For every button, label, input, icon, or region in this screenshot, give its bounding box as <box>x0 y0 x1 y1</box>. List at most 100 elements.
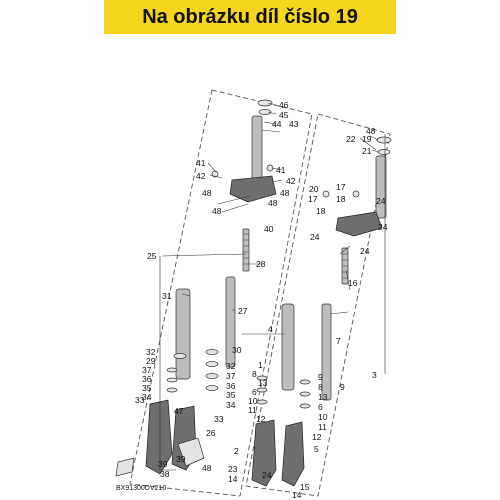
callout-41: 41 <box>196 158 206 168</box>
callout-28: 28 <box>256 259 266 269</box>
callout-37: 32 <box>226 361 236 371</box>
left-fork-group-outline <box>129 89 313 497</box>
callout-24: 18 <box>316 206 326 216</box>
right-fork-parts <box>251 136 392 487</box>
callout-24: 24 <box>310 232 320 242</box>
callout-7: 4 <box>268 324 273 334</box>
callout-24: 24 <box>378 222 388 232</box>
callout-33: 34 <box>142 392 152 402</box>
callout-24: 24 <box>376 196 386 206</box>
callout-9: 12 <box>256 414 266 424</box>
seal-ring <box>166 367 178 373</box>
callout-36: 37 <box>142 365 152 375</box>
callout-32: 32 <box>146 347 156 357</box>
callout-42: 42 <box>196 171 206 181</box>
callout-17: 20 <box>309 184 319 194</box>
callout-2: 5 <box>314 444 319 454</box>
callout-1: 3 <box>372 370 377 380</box>
right-fork-slider-a <box>251 419 277 487</box>
callout-25: 25 <box>147 251 157 261</box>
callout-4: 16 <box>348 278 358 288</box>
seal-ring <box>205 349 219 355</box>
cap-ring <box>377 149 391 155</box>
callout-17: 17 <box>336 182 346 192</box>
seal-ring <box>299 379 311 385</box>
right-fork-slider-b <box>281 421 305 487</box>
callout-26: 33 <box>214 414 224 424</box>
callout-30: 33 <box>135 395 145 405</box>
callout-12: 11 <box>248 405 257 415</box>
right-damper-rod <box>321 303 332 401</box>
spring-coils <box>243 233 249 265</box>
callout-48: 39 <box>176 454 186 464</box>
left-damper-rod <box>225 276 236 368</box>
callout-14: 15 <box>300 482 310 492</box>
seal-ring <box>256 387 268 393</box>
left-lower-bracket <box>229 175 277 203</box>
cap-ring <box>258 109 272 115</box>
callout-44: 44 <box>272 119 282 129</box>
left-outer-tube <box>175 288 191 380</box>
callout-10: 6 <box>252 387 257 397</box>
callout-22: 48 <box>366 126 376 136</box>
seal-ring <box>205 373 219 379</box>
seal-ring <box>256 399 268 405</box>
callout-24: 2 <box>234 446 239 456</box>
callout-labels: 46 45 44 43 41 42 41 42 48 48 48 48 40 2… <box>135 100 388 500</box>
callout-48: 48 <box>268 198 278 208</box>
cap-washer <box>376 136 392 144</box>
callout-10: 6 <box>318 402 323 412</box>
callout-14: 23 <box>228 464 238 474</box>
arrow-tag <box>115 457 135 477</box>
diagram-code: BX91300DV210 <box>116 485 166 492</box>
callout-39: 48 <box>202 463 212 473</box>
callout-8: 1 <box>258 360 263 370</box>
callout-34: 35 <box>226 390 236 400</box>
left-spring-upper <box>242 228 250 272</box>
callout-11: 10 <box>248 396 258 406</box>
bracket-arm <box>217 195 251 213</box>
right-inner-tube-upper <box>375 155 387 219</box>
callout-40: 40 <box>264 224 274 234</box>
callout-41: 41 <box>276 165 286 175</box>
seal-ring <box>299 391 311 397</box>
callout-3: 7 <box>336 336 341 346</box>
callout-47: 26 <box>206 428 216 438</box>
callout-13: 8 <box>318 382 323 392</box>
callout-48: 48 <box>280 188 290 198</box>
callout-34: 35 <box>142 383 152 393</box>
callout-8: 9 <box>318 372 323 382</box>
callout-16: 24 <box>360 246 370 256</box>
callout-23: 24 <box>262 470 272 480</box>
callout-46: 46 <box>279 100 289 110</box>
seal-ring <box>166 387 178 393</box>
seal-ring <box>299 403 311 409</box>
leader-lines <box>159 102 386 471</box>
callout-33: 34 <box>226 400 236 410</box>
callout-45: 45 <box>279 110 289 120</box>
left-fork-slider-a <box>145 399 173 475</box>
callout-18: 17 <box>308 194 318 204</box>
callout-15: 14 <box>228 474 238 484</box>
callout-12: 11 <box>318 422 327 432</box>
right-lower-bracket <box>335 211 383 237</box>
callout-31: 31 <box>162 291 172 301</box>
callout-38: 39 <box>158 459 168 469</box>
callout-13: 8 <box>252 369 257 379</box>
left-inner-tube-upper <box>251 115 263 187</box>
callout-35: 36 <box>226 381 236 391</box>
right-fork-group-outline <box>245 113 391 497</box>
callout-39: 38 <box>160 469 170 479</box>
callout-36: 37 <box>226 371 236 381</box>
callout-43: 43 <box>289 119 299 129</box>
part-number-banner: Na obrázku díl číslo 19 <box>104 0 396 34</box>
left-axle-clamp <box>177 437 205 467</box>
callout-20: 21 <box>362 146 372 156</box>
callout-5: 9 <box>340 382 345 392</box>
cap-washer <box>257 99 273 107</box>
callout-6: 13 <box>258 378 268 388</box>
callout-48: 48 <box>202 188 212 198</box>
callout-48: 47 <box>174 406 184 416</box>
front-fork-exploded-diagram: 46 45 44 43 41 42 41 42 48 48 48 48 40 2… <box>115 89 392 500</box>
callout-27: 27 <box>238 306 248 316</box>
